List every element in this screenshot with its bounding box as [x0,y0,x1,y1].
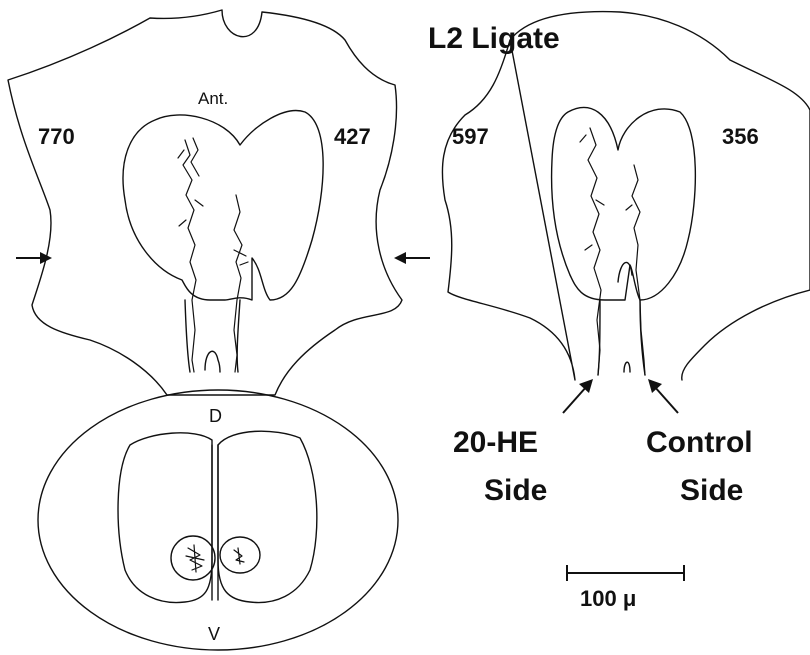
right-section-right-count: 356 [722,124,759,149]
right-section-outline [442,12,810,380]
left-neuropil-tracing [186,545,204,572]
cross-section-left-lobe [118,433,212,603]
left-midline-notch [205,351,220,372]
figure-title: L2 Ligate [428,22,560,55]
left-neurite-tracing-b [178,138,203,226]
right-section: 597 356 20-HE Side Control Side [442,12,810,507]
hormone-side-label-line2: Side [484,474,547,507]
scale-bar: 100 μ [567,565,684,611]
left-section-right-count: 427 [334,124,371,149]
left-grey-matter [123,111,323,300]
left-section: Ant. 770 427 [8,10,430,395]
hormone-side-pointer-arrow-icon [563,379,593,413]
right-side-arrow-icon [394,252,430,264]
cross-section-midline [212,445,218,600]
ventral-label: V [208,624,220,644]
right-nerve-trunk [598,300,645,375]
right-midline-notch [618,262,632,372]
right-section-left-count: 597 [452,124,489,149]
right-neuropil-tracing [234,548,244,564]
cross-section: D V [38,390,398,650]
left-section-left-count: 770 [38,124,75,149]
left-neurite-tracing-c [234,195,248,372]
left-neurite-tracing-a [183,140,196,372]
scale-bar-label: 100 μ [580,586,636,611]
right-neurite-tracing-a [580,128,604,375]
cross-section-right-lobe [218,431,317,602]
control-side-pointer-arrow-icon [648,379,678,413]
hormone-side-label-line1: 20-HE [453,426,538,459]
control-side-label-line1: Control [646,426,753,459]
left-section-outline [8,10,402,395]
dorsal-label: D [209,406,222,426]
right-grey-matter [552,108,696,300]
control-side-label-line2: Side [680,474,743,507]
anterior-label: Ant. [198,89,228,108]
